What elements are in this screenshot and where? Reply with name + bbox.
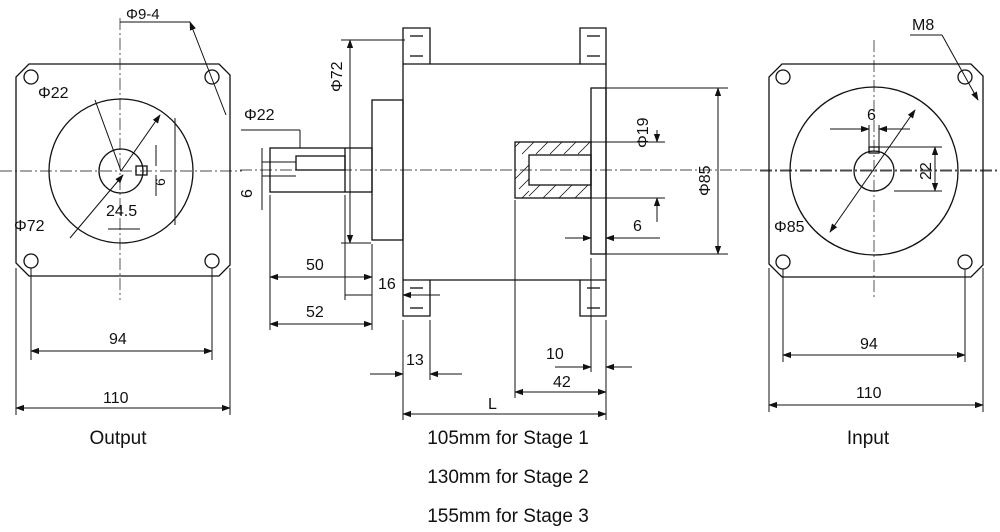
output-flange-width-label: 110: [103, 390, 129, 407]
input-bolt-hole-tl: [775, 69, 791, 85]
side-input-pilot-label: Φ85: [697, 165, 714, 196]
output-bolt-hole-tl: [23, 69, 39, 85]
side-pilot-len-label: 16: [378, 276, 396, 293]
output-key-slot: [295, 155, 346, 171]
output-bolt-hole-br: [204, 253, 220, 269]
output-bolt-hole-tr: [204, 69, 220, 85]
input-key-width-label: 6: [867, 107, 876, 124]
output-labels: Φ9-4 Φ22 6 24.5 Φ72 94 110: [14, 6, 168, 407]
output-pilot-dia-label: Φ72: [14, 218, 45, 235]
side-pilot-dia-label: Φ72: [329, 61, 346, 92]
input-labels: M8 6 22 Φ85 94 110: [774, 17, 935, 402]
side-shaft-len-52-label: 52: [306, 304, 324, 321]
side-input-key-label: 6: [633, 218, 642, 235]
side-labels: Φ72 Φ22 6 50 16 52 13 10 42 L Φ19 Φ85 6: [239, 61, 714, 413]
side-flange-thk-label: 13: [406, 352, 424, 369]
output-bolt-spacing-label: 94: [109, 331, 127, 348]
side-length-label: L: [488, 396, 497, 413]
length-note-stage-2: 130mm for Stage 2: [427, 467, 589, 488]
length-note-stage-1: 105mm for Stage 1: [427, 428, 589, 449]
output-view: [0, 18, 242, 415]
input-flange-width-label: 110: [856, 385, 882, 402]
output-flange-side: [402, 27, 607, 317]
output-bolt-hole-bl: [23, 253, 39, 269]
output-key-width-label: 6: [152, 178, 168, 186]
input-bolt-hole-br: [957, 254, 973, 270]
input-bolt-hole-tr: [957, 69, 973, 85]
input-dimension-lines: [768, 34, 984, 412]
output-dimension-lines: [15, 21, 231, 415]
side-shaft-dia-label: Φ22: [244, 107, 275, 124]
side-bore-dia-label: Φ19: [635, 117, 652, 148]
input-flange: [590, 87, 607, 255]
side-view: [240, 27, 1000, 420]
input-bolt-spacing-label: 94: [860, 336, 878, 353]
input-view: [760, 34, 1000, 412]
output-key-height-label: 24.5: [106, 203, 137, 220]
side-input-len-label: 42: [553, 374, 571, 391]
output-hole-label: Φ9-4: [126, 6, 160, 23]
side-key-width-label: 6: [239, 189, 256, 198]
output-flange-outline: [15, 63, 231, 277]
side-input-thk-label: 10: [546, 346, 564, 363]
side-dimension-lines: [241, 39, 728, 420]
bore-hatch: [514, 141, 591, 199]
input-bore-inner: [528, 154, 592, 186]
input-bolt-hole-bl: [775, 254, 791, 270]
input-key-height-label: 22: [918, 162, 935, 180]
input-pilot-dia-label: Φ85: [774, 219, 805, 236]
input-flange-outline: [768, 63, 984, 278]
output-shaft-dia-label: Φ22: [38, 85, 69, 102]
length-note-stage-3: 155mm for Stage 3: [427, 506, 589, 527]
output-caption: Output: [89, 428, 147, 449]
input-thread-label: M8: [912, 17, 934, 34]
input-caption: Input: [846, 428, 890, 449]
output-key: [135, 165, 148, 176]
side-shaft-len-50-label: 50: [306, 257, 324, 274]
